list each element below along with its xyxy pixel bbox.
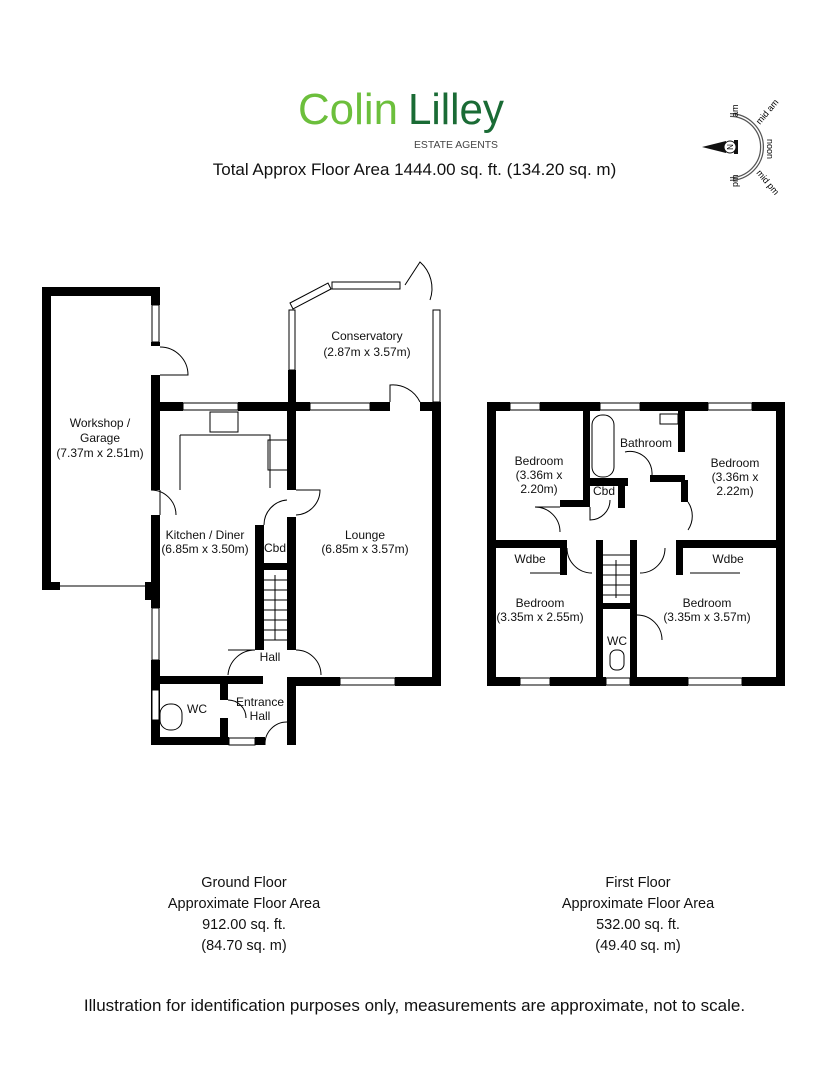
ground-floor-area: Ground Floor Approximate Floor Area 912.… <box>94 873 394 957</box>
room-conservatory: Conservatory <box>331 329 402 343</box>
room-lounge-size: (6.85m x 3.57m) <box>321 542 408 556</box>
brand-tagline: ESTATE AGENTS <box>414 140 498 151</box>
room-bedroom-3: Bedroom <box>516 596 565 610</box>
brand-name-part2: Lilley <box>408 85 504 134</box>
room-conservatory-size: (2.87m x 3.57m) <box>323 345 410 359</box>
compass-am: am <box>730 104 740 117</box>
room-workshop-size: (7.37m x 2.51m) <box>56 446 143 460</box>
staircase <box>603 554 630 598</box>
room-bedroom-1: Bedroom <box>515 454 564 468</box>
disclaimer: Illustration for identification purposes… <box>83 996 746 1015</box>
ground-floor-sqft: 912.00 sq. ft. <box>202 917 286 933</box>
room-cbd: Cbd <box>264 541 286 555</box>
staircase <box>264 575 287 641</box>
compass-noon: noon <box>765 139 775 159</box>
room-wc: WC <box>187 702 207 716</box>
first-floor-sqm: (49.40 sq. m) <box>595 938 681 954</box>
first-floor-windows <box>509 402 753 686</box>
room-lounge: Lounge <box>345 528 385 542</box>
room-bedroom-2: Bedroom <box>711 456 760 470</box>
room-bedroom-1-size: (3.36m x <box>516 468 563 482</box>
room-bedroom-2-size2: 2.22m) <box>716 484 753 498</box>
first-floor-walls <box>487 402 785 686</box>
room-bedroom-4: Bedroom <box>683 596 732 610</box>
room-bedroom-2-size: (3.36m x <box>712 470 759 484</box>
ground-floor-title: Ground Floor <box>201 875 287 891</box>
brand-logo: Colin Lilley ESTATE AGENTS <box>290 78 540 152</box>
room-bedroom-3-size: (3.35m x 2.55m) <box>496 610 583 624</box>
brand-name-part1: Colin <box>298 85 398 134</box>
first-floor-title: First Floor <box>605 875 671 891</box>
room-entrance-hall-line2: Hall <box>250 709 271 723</box>
ground-floor-windows <box>151 281 441 746</box>
room-wardrobe-1: Wdbe <box>514 552 546 566</box>
room-hall: Hall <box>260 650 281 664</box>
ground-floor-room-labels: Workshop / Garage (7.37m x 2.51m) Conser… <box>56 329 410 723</box>
room-workshop-line2: Garage <box>80 431 120 445</box>
room-kitchen-size: (6.85m x 3.50m) <box>161 542 248 556</box>
room-bedroom-4-size: (3.35m x 3.57m) <box>663 610 750 624</box>
ground-floor-sqm: (84.70 sq. m) <box>201 938 287 954</box>
room-cbd-first: Cbd <box>593 484 615 498</box>
first-floor-subtitle: Approximate Floor Area <box>561 896 715 912</box>
room-bedroom-1-size2: 2.20m) <box>520 482 557 496</box>
room-bathroom: Bathroom <box>620 436 672 450</box>
room-workshop: Workshop / <box>70 416 131 430</box>
room-entrance-hall: Entrance <box>236 695 284 709</box>
room-wardrobe-2: Wdbe <box>712 552 744 566</box>
room-kitchen: Kitchen / Diner <box>166 528 245 542</box>
first-floor-area: First Floor Approximate Floor Area 532.0… <box>488 873 788 957</box>
compass-pm: pm <box>730 174 740 187</box>
compass-north: N <box>726 144 735 150</box>
first-floor-sqft: 532.00 sq. ft. <box>596 917 680 933</box>
total-floor-area: Total Approx Floor Area 1444.00 sq. ft. … <box>212 160 617 179</box>
ground-floor-doors <box>60 261 433 746</box>
first-floor-doors <box>534 450 693 671</box>
ground-floor-walls <box>42 287 441 745</box>
first-floor-room-labels: Bedroom (3.36m x 2.20m) Bathroom Bedroom… <box>496 436 759 648</box>
room-wc-first: WC <box>607 634 627 648</box>
ground-floor-subtitle: Approximate Floor Area <box>167 896 321 912</box>
compass-icon: N am mid am noon mid pm pm <box>702 97 781 195</box>
